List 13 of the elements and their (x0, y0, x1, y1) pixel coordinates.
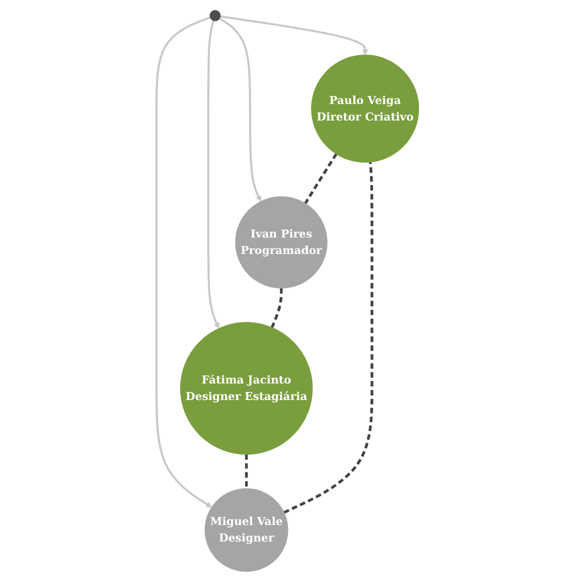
node-circle (210, 10, 220, 22)
arrow (207, 20, 220, 329)
connector (270, 288, 283, 328)
connector (244, 454, 248, 489)
arrow (218, 18, 262, 202)
node-circle: Miguel Vale Designer (204, 488, 288, 572)
node-circle: Paulo Veiga Diretor Criativo (310, 54, 419, 163)
arrow (220, 15, 368, 56)
node-circle: Ivan Pires Programador (235, 196, 328, 288)
connector (283, 162, 374, 514)
node-circle: Fátima Jacinto Designer Estagiária (180, 322, 313, 455)
connector (304, 153, 338, 204)
arrow (155, 16, 212, 508)
